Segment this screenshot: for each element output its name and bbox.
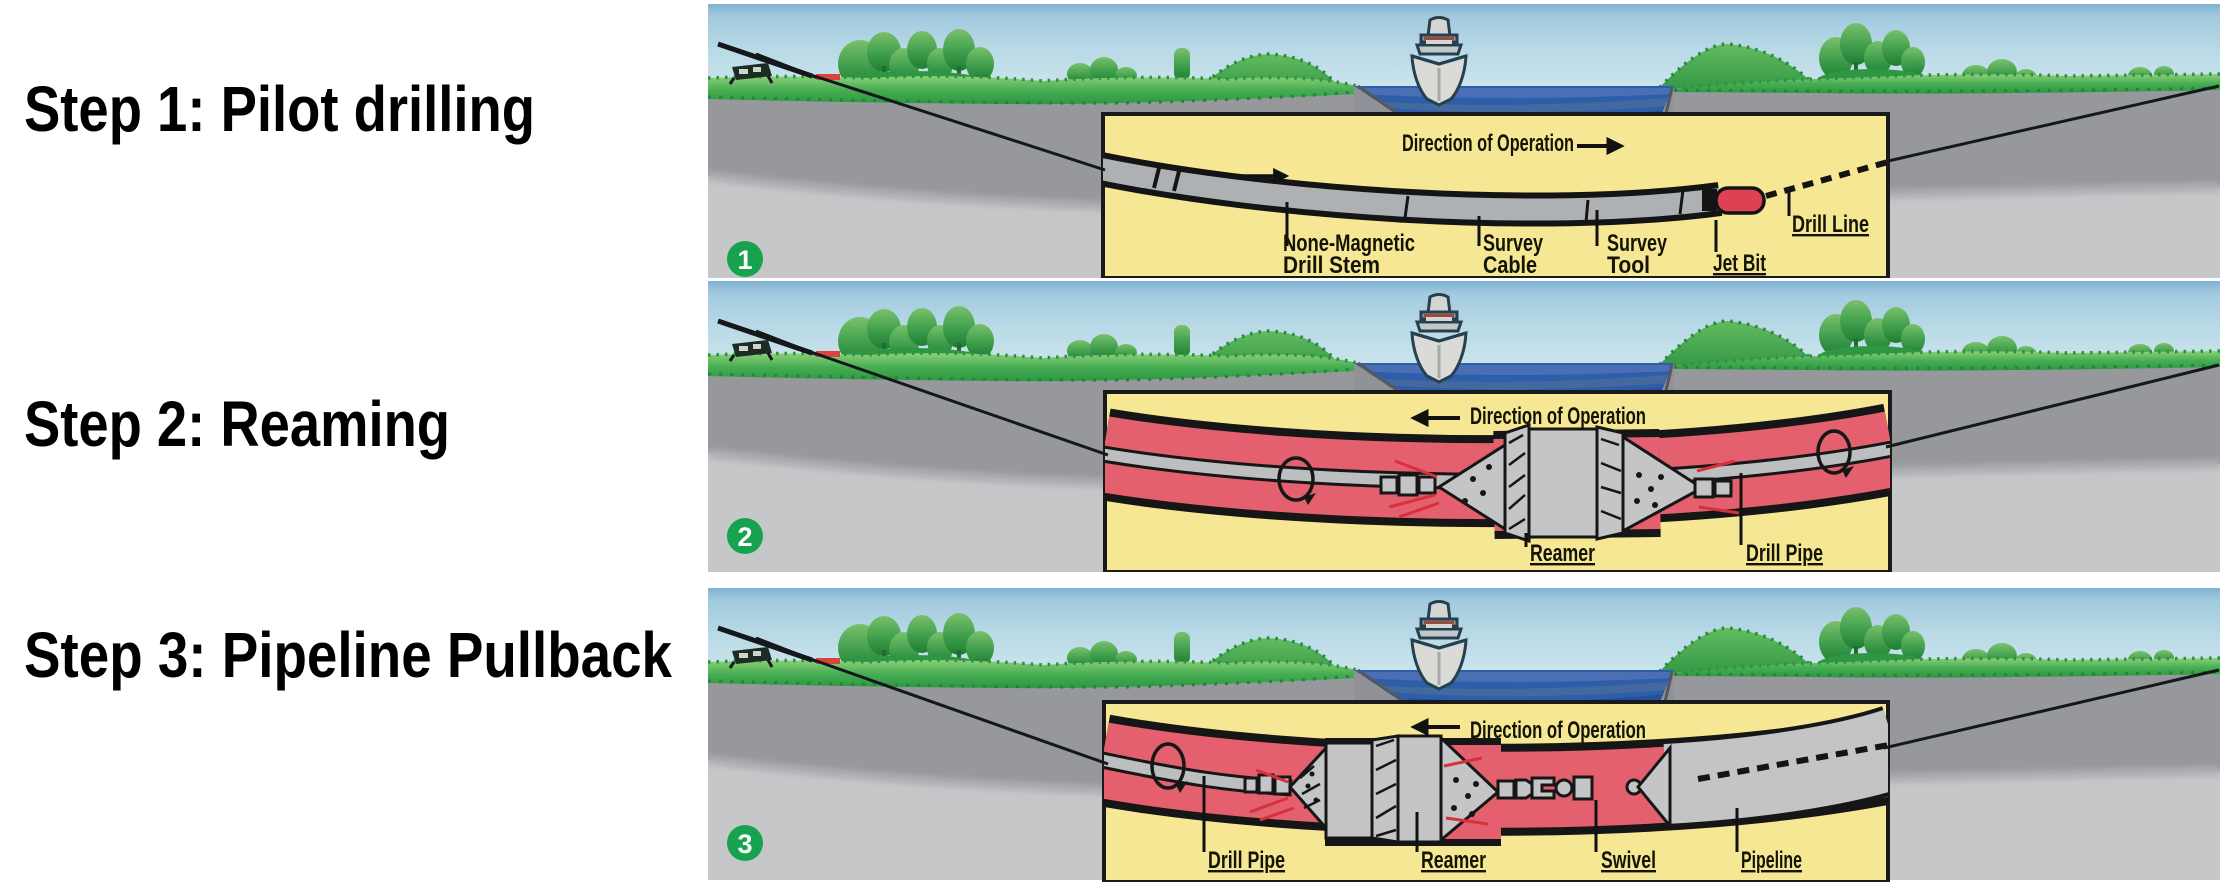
- svg-text:1: 1: [737, 245, 752, 275]
- svg-text:None-Magnetic: None-Magnetic: [1283, 230, 1415, 257]
- svg-text:Reamer: Reamer: [1421, 847, 1486, 874]
- svg-text:Drill Line: Drill Line: [1792, 211, 1869, 238]
- svg-text:Step 3: Pipeline Pullback: Step 3: Pipeline Pullback: [24, 619, 672, 691]
- svg-text:2: 2: [737, 522, 752, 552]
- svg-text:Step 1: Pilot drilling: Step 1: Pilot drilling: [24, 73, 535, 145]
- svg-text:Survey: Survey: [1483, 230, 1543, 257]
- svg-text:Direction of Operation: Direction of Operation: [1402, 130, 1574, 157]
- svg-text:Pipeline: Pipeline: [1741, 847, 1802, 874]
- svg-text:Drill Pipe: Drill Pipe: [1208, 847, 1285, 874]
- svg-text:Direction of Operation: Direction of Operation: [1470, 717, 1646, 744]
- svg-text:Drill Stem: Drill Stem: [1283, 252, 1380, 279]
- svg-text:Swivel: Swivel: [1601, 847, 1656, 874]
- svg-text:Tool: Tool: [1607, 252, 1650, 279]
- svg-text:Step 2: Reaming: Step 2: Reaming: [24, 388, 450, 460]
- svg-text:3: 3: [737, 829, 752, 859]
- svg-text:Survey: Survey: [1607, 230, 1667, 257]
- svg-text:Direction of Operation: Direction of Operation: [1470, 403, 1646, 430]
- svg-text:Cable: Cable: [1483, 252, 1537, 279]
- svg-text:Jet Bit: Jet Bit: [1713, 250, 1766, 277]
- svg-text:Drill Pipe: Drill Pipe: [1746, 540, 1823, 567]
- svg-text:Reamer: Reamer: [1530, 540, 1595, 567]
